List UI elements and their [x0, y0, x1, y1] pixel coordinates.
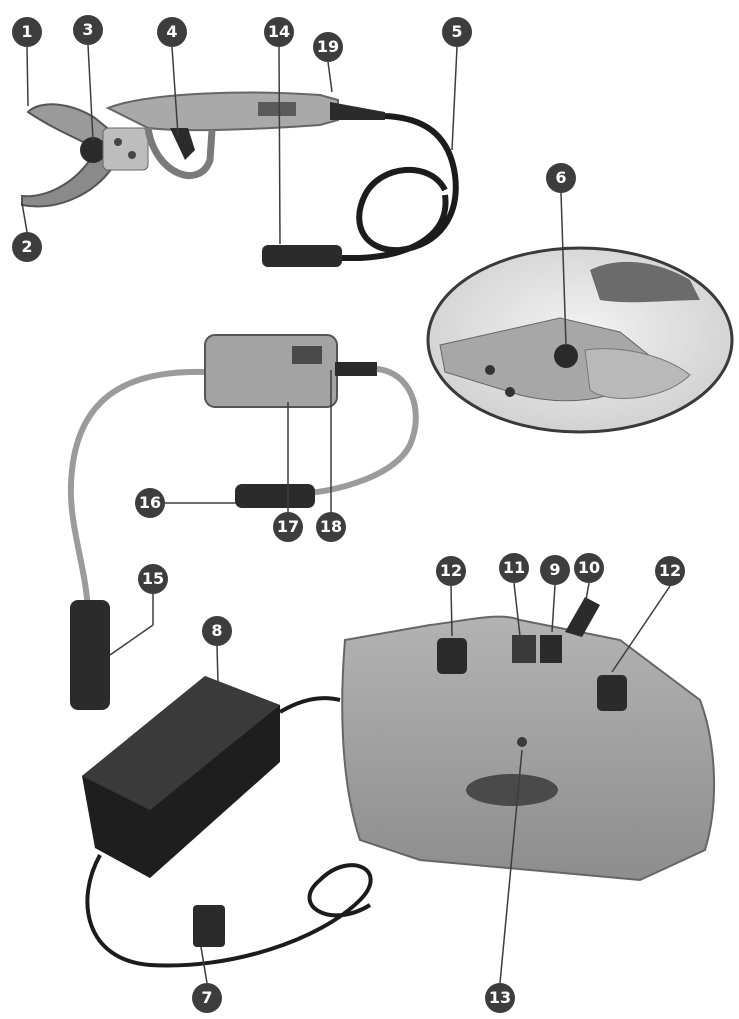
callout-6: 6 — [546, 163, 576, 193]
trigger — [170, 128, 195, 160]
pivot-nut — [80, 137, 106, 163]
socket-connector — [235, 484, 315, 508]
cable-connector — [262, 245, 342, 267]
right-output-port — [597, 675, 627, 711]
zoom-inset — [426, 246, 734, 434]
battery-pack — [341, 597, 716, 882]
callout-1: 1 — [12, 17, 42, 47]
callout-11: 11 — [499, 553, 529, 583]
battery-display — [512, 635, 536, 663]
ac-plug — [193, 905, 225, 947]
callout-15: 15 — [138, 564, 168, 594]
callout-9: 9 — [540, 555, 570, 585]
trigger-guard — [144, 127, 216, 179]
ac-cord — [85, 854, 373, 968]
callout-7: 7 — [192, 983, 222, 1013]
callout-3: 3 — [73, 15, 103, 45]
callout-12-right: 12 — [655, 556, 685, 586]
pruning-shears — [21, 91, 459, 267]
callout-13: 13 — [485, 983, 515, 1013]
power-switch — [565, 597, 600, 637]
charging-port — [540, 635, 562, 663]
coiled-cable — [330, 113, 459, 261]
callout-5: 5 — [442, 17, 472, 47]
callout-19: 19 — [313, 32, 343, 62]
control-box — [204, 334, 338, 408]
callout-2: 2 — [12, 232, 42, 262]
callout-10: 10 — [574, 553, 604, 583]
extension-cable — [67, 334, 419, 710]
leader-lines — [21, 44, 671, 984]
adjust-nut — [554, 344, 578, 368]
callout-12-left: 12 — [436, 556, 466, 586]
callout-16: 16 — [135, 488, 165, 518]
shears-handle — [105, 91, 339, 132]
left-output-port — [437, 638, 467, 674]
callout-17: 17 — [273, 512, 303, 542]
cable-strain-relief — [330, 102, 385, 120]
blade-plate — [102, 127, 149, 171]
callout-4: 4 — [157, 17, 187, 47]
callout-14: 14 — [264, 17, 294, 47]
callout-8: 8 — [202, 616, 232, 646]
plug-connector — [70, 600, 110, 710]
charger — [82, 676, 373, 968]
battery-indicator — [517, 737, 527, 747]
battery-logo — [466, 774, 558, 806]
callout-18: 18 — [316, 512, 346, 542]
